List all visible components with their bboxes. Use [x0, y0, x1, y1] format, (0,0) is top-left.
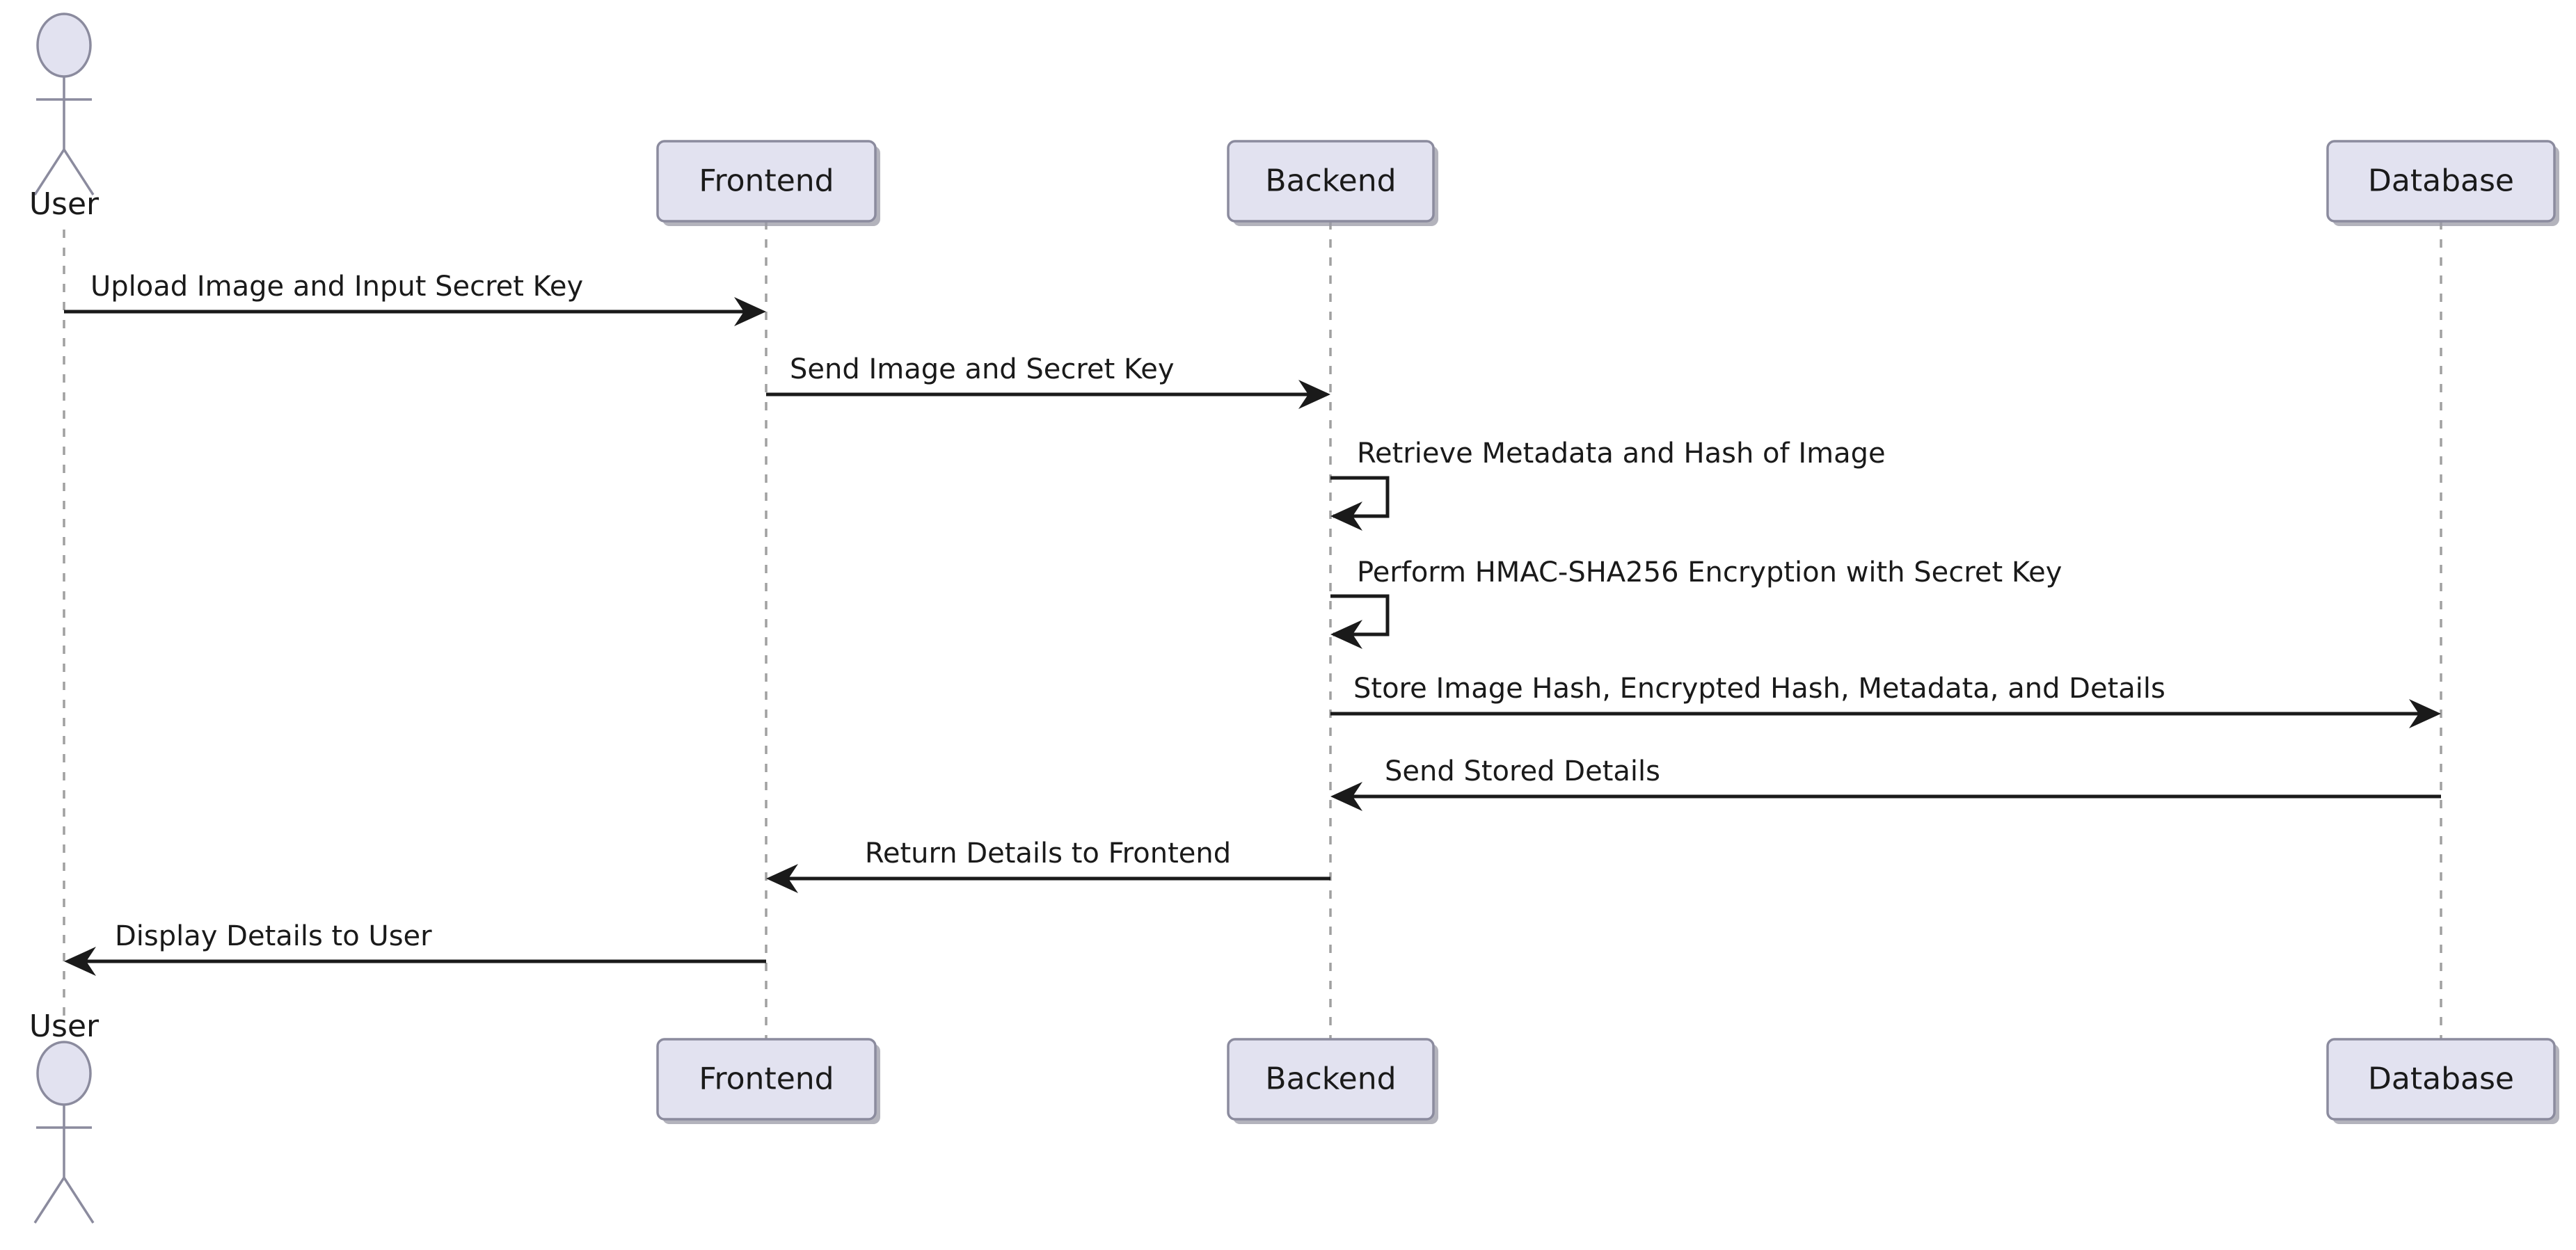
message-7[interactable]: Return Details to Frontend [766, 838, 1330, 893]
message-4[interactable]: Perform HMAC-SHA256 Encryption with Secr… [1330, 556, 2062, 649]
participant-headers-top: User Frontend Backend Database [29, 13, 2559, 226]
message-5[interactable]: Store Image Hash, Encrypted Hash, Metada… [1330, 673, 2441, 728]
message-label-6: Send Stored Details [1385, 755, 1660, 787]
message-arrowhead-5 [2409, 699, 2441, 728]
message-8[interactable]: Display Details to User [64, 920, 766, 976]
message-arrowhead-1 [734, 297, 766, 326]
message-arrowhead-2 [1298, 380, 1330, 409]
message-2[interactable]: Send Image and Secret Key [766, 353, 1330, 409]
message-selfloop-3 [1330, 476, 1390, 518]
message-arrowhead-3 [1330, 502, 1362, 531]
message-arrowhead-8 [64, 947, 96, 976]
message-label-5: Store Image Hash, Encrypted Hash, Metada… [1353, 673, 2165, 705]
actor-leg-left-user [33, 149, 65, 195]
actor-label-user-bottom: User [29, 1009, 100, 1044]
participant-label-database-top: Database [2368, 163, 2514, 199]
participant-label-frontend-top: Frontend [699, 163, 834, 199]
participant-box-database-top[interactable] [2326, 140, 2556, 223]
participant-box-database-bottom[interactable] [2326, 1038, 2556, 1121]
participant-box-frontend-bottom[interactable] [656, 1038, 877, 1121]
actor-head-user [36, 13, 92, 78]
lifelines-group [63, 221, 2442, 1039]
actor-leg-right-user [63, 149, 95, 195]
message-arrowhead-4 [1330, 620, 1362, 649]
message-label-2: Send Image and Secret Key [790, 353, 1175, 385]
message-arrowhead-7 [766, 864, 798, 893]
message-label-8: Display Details to User [115, 920, 432, 952]
message-label-4: Perform HMAC-SHA256 Encryption with Secr… [1357, 556, 2062, 588]
actor-label-user: User [29, 186, 100, 222]
message-label-1: Upload Image and Input Secret Key [90, 271, 583, 303]
message-arrowhead-6 [1330, 782, 1362, 811]
participant-box-frontend-top[interactable] [656, 140, 877, 223]
message-selfloop-4 [1330, 594, 1390, 636]
participant-box-backend-top[interactable] [1227, 140, 1435, 223]
participant-label-backend-bottom: Backend [1265, 1061, 1396, 1097]
message-3[interactable]: Retrieve Metadata and Hash of Image [1330, 438, 1886, 531]
actor-leg-left-user-bottom [33, 1177, 65, 1224]
message-label-7: Return Details to Frontend [865, 838, 1231, 870]
actor-head-user-bottom [36, 1041, 92, 1106]
participant-box-backend-bottom[interactable] [1227, 1038, 1435, 1121]
message-label-3: Retrieve Metadata and Hash of Image [1357, 438, 1886, 470]
participant-label-frontend-bottom: Frontend [699, 1061, 834, 1097]
message-6[interactable]: Send Stored Details [1330, 755, 2441, 811]
participant-label-database-bottom: Database [2368, 1061, 2514, 1097]
message-1[interactable]: Upload Image and Input Secret Key [64, 271, 766, 326]
participant-label-backend-top: Backend [1265, 163, 1396, 199]
actor-leg-right-user-bottom [63, 1177, 95, 1224]
